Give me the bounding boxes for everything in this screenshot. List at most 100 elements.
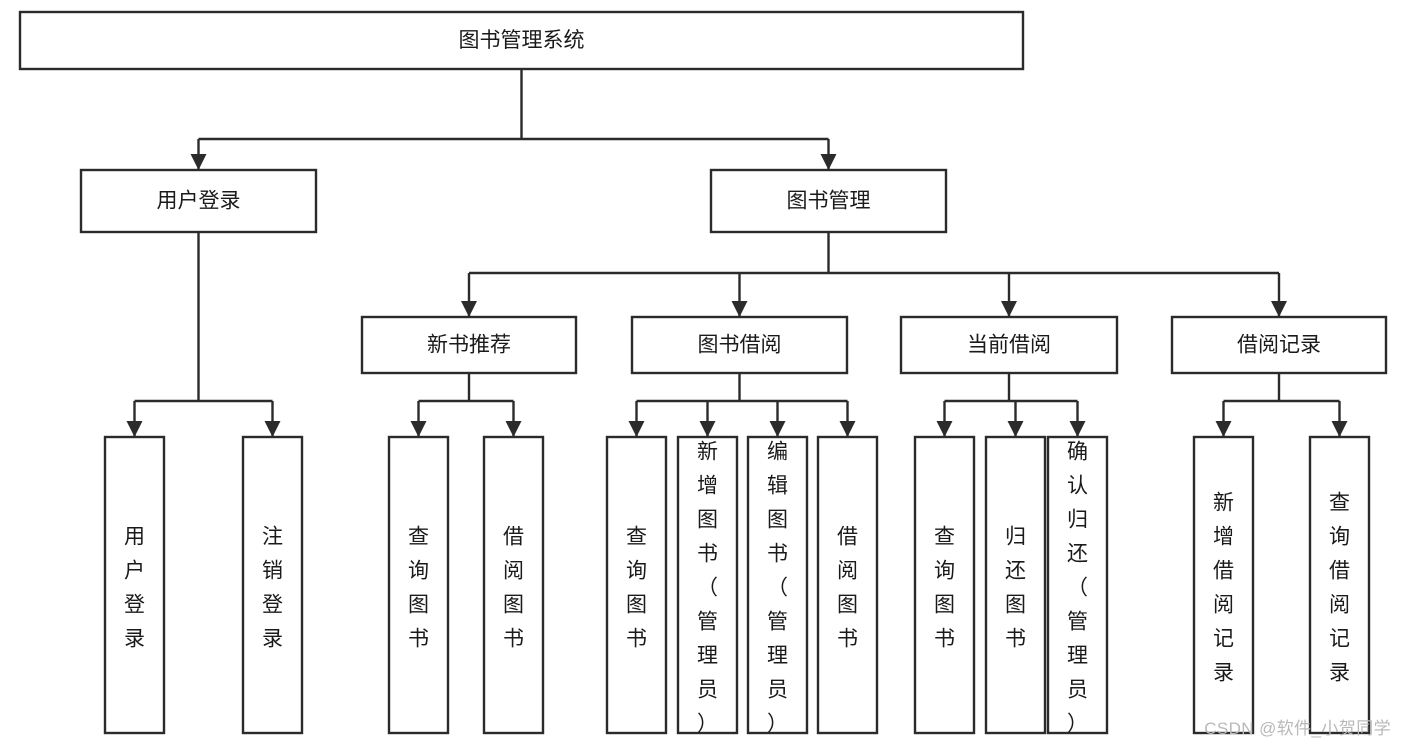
node-label-leaf-add-book: 新 [697,441,718,464]
node-label-leaf-add-borrow-record: 增 [1213,526,1234,549]
node-label-leaf-query-borrow-record: 查 [1329,492,1350,515]
node-label-leaf-query-borrow-record: 记 [1329,628,1350,651]
node-box-leaf-confirm-return [1046,435,1109,735]
node-label-leaf-query-borrow-record: 询 [1329,526,1350,549]
node-box-leaf-add-book [676,435,739,735]
csdn-watermark: CSDN @软件_小贺同学 [1204,719,1391,738]
node-label-leaf-query-book-3: 书 [934,628,955,651]
node-label-leaf-return-book: 还 [1005,560,1026,583]
node-box-leaf-add-borrow-record [1192,435,1255,735]
node-label-leaf-borrow-book-1: 借 [503,526,524,549]
node-box-borrow-record [1170,315,1388,375]
connector-layer [126,69,1348,437]
arrow-head [264,421,281,437]
node-label-user-login: 用户登录 [157,190,241,213]
node-label-leaf-query-book-2: 书 [626,628,647,651]
connector-borrow-record-to-leaves [1215,373,1348,437]
arrow-head [505,421,522,437]
node-label-leaf-logout: 销 [262,560,283,583]
arrow-head [936,421,953,437]
node-user-login[interactable]: 用户登录 [79,168,318,234]
node-box-leaf-borrow-book-1 [482,435,545,735]
node-box-leaf-return-book [984,435,1047,735]
node-label-leaf-edit-book: 辑 [767,475,788,498]
node-box-leaf-query-book-1 [387,435,450,735]
arrow-head [410,421,427,437]
node-box-leaf-query-book-2 [605,435,668,735]
node-box-leaf-logout [241,435,304,735]
node-label-borrow-record: 借阅记录 [1237,334,1321,357]
node-current-borrow[interactable]: 当前借阅 [899,315,1119,375]
node-label-leaf-return-book: 归 [1005,526,1026,549]
node-label-leaf-query-book-1: 书 [408,628,429,651]
arrow-head [731,301,748,317]
node-label-leaf-edit-book: 书 [767,543,788,566]
node-box-new-book-recommend [360,315,578,375]
node-label-current-borrow: 当前借阅 [967,334,1051,357]
node-label-leaf-query-book-3: 图 [934,594,955,617]
node-label-leaf-add-borrow-record: 记 [1213,628,1234,651]
node-label-leaf-borrow-book-2: 书 [837,628,858,651]
node-label-leaf-edit-book: 管 [767,611,788,634]
node-label-leaf-add-borrow-record: 录 [1213,662,1234,685]
node-label-leaf-user-login: 户 [124,560,145,583]
arrow-head [1331,421,1348,437]
node-label-leaf-user-login: 用 [124,526,145,549]
arrow-head [1215,421,1232,437]
node-label-leaf-add-book: 员 [697,679,718,702]
node-box-book-manage [709,168,948,234]
arrow-head [1271,301,1287,317]
node-label-leaf-add-book: 增 [697,475,718,498]
node-root[interactable]: 图书管理系统 [18,10,1025,71]
connector-user-login-to-leaves [126,232,281,437]
node-new-book-recommend[interactable]: 新书推荐 [360,315,578,375]
arrow-head [628,421,645,437]
node-label-leaf-add-book: 书 [697,543,718,566]
node-label-leaf-query-book-2: 询 [626,560,647,583]
node-label-leaf-borrow-book-1: 阅 [503,560,524,583]
node-label-leaf-edit-book: 图 [767,509,788,532]
arrow-head [1007,421,1024,437]
arrow-head [461,301,477,317]
connector-current-borrow-to-leaves [936,373,1086,437]
node-label-leaf-query-book-1: 询 [408,560,429,583]
node-label-leaf-query-book-3: 询 [934,560,955,583]
node-label-leaf-edit-book: 编 [767,441,788,464]
node-book-borrow[interactable]: 图书借阅 [630,315,849,375]
node-label-leaf-logout: 注 [262,526,283,549]
node-borrow-record[interactable]: 借阅记录 [1170,315,1388,375]
node-label-leaf-add-borrow-record: 新 [1213,492,1234,515]
node-box-current-borrow [899,315,1119,375]
node-label-leaf-confirm-return: ） [1067,713,1088,736]
node-label-leaf-add-book: 管 [697,611,718,634]
node-label-leaf-add-borrow-record: 阅 [1213,594,1234,617]
node-book-manage[interactable]: 图书管理 [709,168,948,234]
node-label-leaf-confirm-return: （ [1067,577,1088,600]
node-leaf-user-login[interactable]: 用户登录 [103,435,166,735]
node-label-leaf-query-borrow-record: 录 [1329,662,1350,685]
node-label-root: 图书管理系统 [459,29,585,52]
node-box-root [18,10,1025,71]
connector-new-book-recommend-to-leaves [410,373,522,437]
node-label-leaf-edit-book: ） [767,713,788,736]
node-label-leaf-query-book-1: 查 [408,526,429,549]
node-box-leaf-user-login [103,435,166,735]
node-label-leaf-logout: 录 [262,628,283,651]
arrow-head [769,421,786,437]
node-label-leaf-confirm-return: 管 [1067,611,1088,634]
node-label-leaf-borrow-book-2: 借 [837,526,858,549]
node-label-book-manage: 图书管理 [787,190,871,213]
node-box-leaf-borrow-book-2 [816,435,879,735]
